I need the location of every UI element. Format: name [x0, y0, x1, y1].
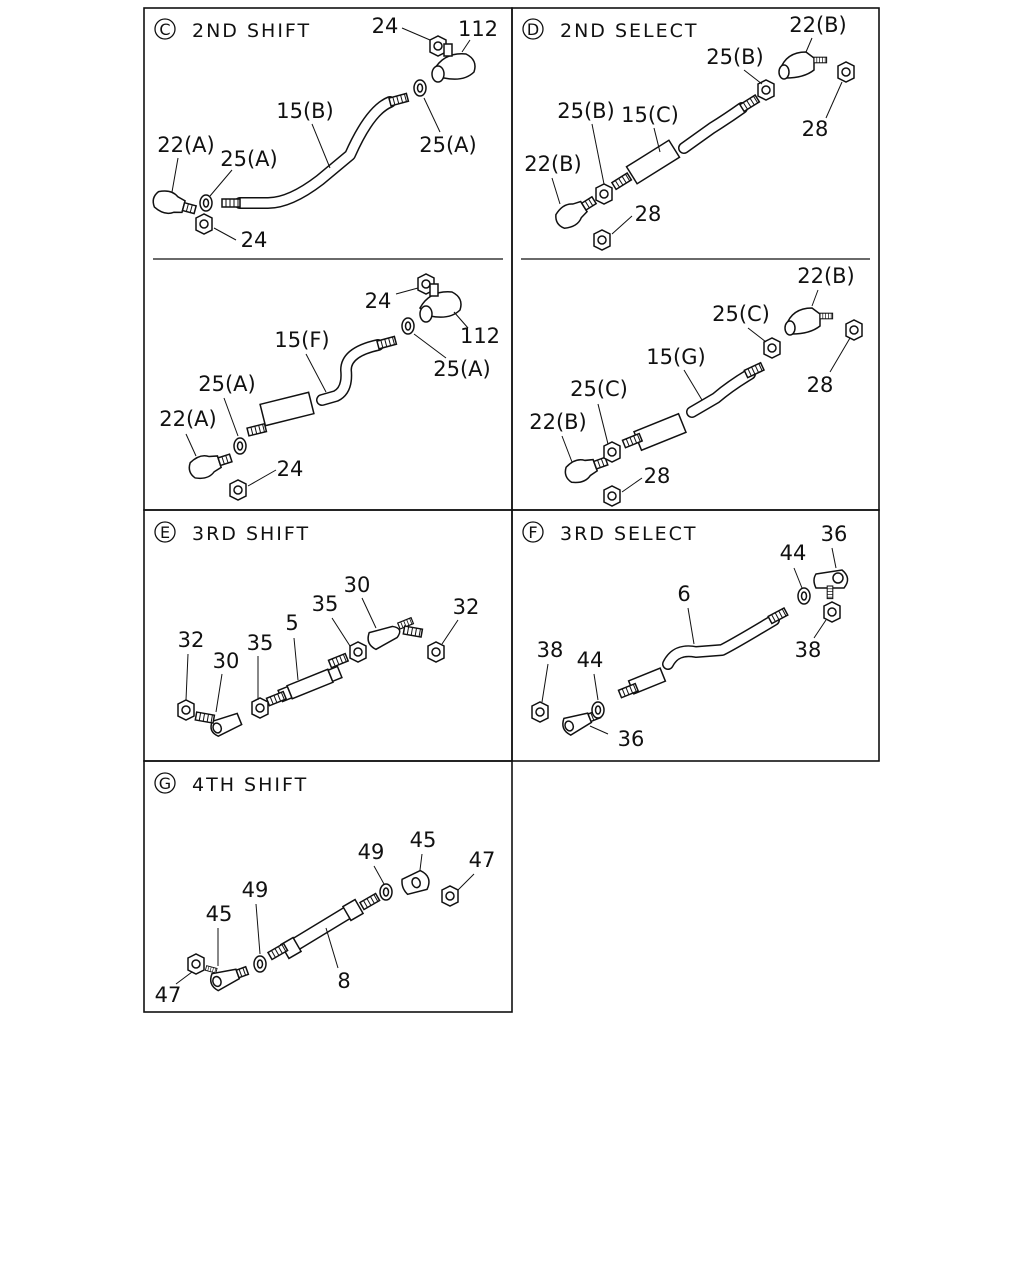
panel-c-title: 2ND SHIFT: [192, 20, 311, 42]
assembly-g: [187, 869, 459, 993]
callout-label: 45: [206, 902, 233, 926]
callout-label: 25(A): [433, 357, 490, 381]
callout-label: 5: [285, 611, 298, 635]
assembly-d-top: [551, 51, 855, 251]
assembly-f: [531, 569, 849, 738]
panel-e-letter-circle: [154, 521, 176, 543]
panel-c: C 2ND SHIFT 24 112 15(B) 25(A) 22(A): [149, 14, 500, 501]
panel-f: F 3RD SELECT 36 44 6 38 38 44: [522, 521, 849, 751]
panel-e: E 3RD SHIFT 3: [154, 521, 480, 737]
callout-label: 15(F): [274, 328, 329, 352]
callout-label: 47: [469, 848, 496, 872]
panel-g: G 4TH SHIFT 45 49 47 49 45 8: [154, 772, 496, 1007]
callout-label: 36: [821, 522, 848, 546]
callout-label: 25(B): [706, 45, 764, 69]
callout-label: 30: [213, 649, 240, 673]
panel-c-letter: C: [159, 20, 170, 39]
callout-label: 24: [277, 457, 304, 481]
callout-label: 112: [458, 17, 498, 41]
callout-label: 38: [537, 638, 564, 662]
panel-f-letter: F: [528, 523, 537, 542]
panel-d-letter-circle: [522, 18, 544, 40]
callout-label: 22(A): [159, 407, 216, 431]
callout-label: 112: [460, 324, 500, 348]
callout-label: 47: [155, 983, 182, 1007]
callouts-c-top: 24 112 15(B) 25(A) 22(A) 25(A) 24: [157, 14, 498, 252]
callouts-f: 36 44 6 38 38 44 36: [537, 522, 848, 751]
callout-label: 36: [618, 727, 645, 751]
frame-grid: [143, 7, 880, 1013]
panel-d-title: 2ND SELECT: [560, 20, 699, 42]
callout-label: 25(C): [712, 302, 770, 326]
callouts-e: 30 35 32 5 32 30 35: [178, 573, 480, 713]
callout-label: 15(B): [276, 99, 334, 123]
panel-c-letter-circle: [154, 18, 176, 40]
callout-label: 22(B): [797, 264, 855, 288]
callout-label: 25(C): [570, 377, 628, 401]
callout-label: 22(B): [524, 152, 582, 176]
panel-g-letter-circle: [154, 772, 176, 794]
callout-label: 28: [802, 117, 829, 141]
callouts-g: 45 49 47 49 45 8 47: [155, 828, 496, 1007]
callout-label: 22(B): [529, 410, 587, 434]
callout-label: 24: [241, 228, 268, 252]
callout-label: 32: [178, 628, 205, 652]
callout-label: 38: [795, 638, 822, 662]
callout-label: 28: [635, 202, 662, 226]
callout-label: 22(A): [157, 133, 214, 157]
callout-label: 35: [312, 592, 339, 616]
callout-label: 44: [577, 648, 604, 672]
callouts-d-top: 22(B) 25(B) 25(B) 15(C) 28 22(B) 28: [524, 13, 847, 235]
callouts-d-bottom: 22(B) 25(C) 15(G) 28 25(C) 22(B) 28: [529, 264, 855, 493]
assembly-d-bottom: [561, 307, 863, 507]
callout-label: 25(A): [419, 133, 476, 157]
panel-d: D 2ND SELECT 22(B) 25(B) 25(B) 15(C) 28: [522, 13, 863, 507]
callout-label: 35: [247, 631, 274, 655]
callout-label: 24: [372, 14, 399, 38]
panel-e-letter: E: [160, 523, 170, 542]
callout-label: 8: [337, 969, 350, 993]
panel-g-title: 4TH SHIFT: [192, 774, 308, 796]
callout-label: 28: [644, 464, 671, 488]
callout-label: 6: [677, 582, 690, 606]
callout-label: 49: [242, 878, 269, 902]
callout-label: 25(A): [198, 372, 255, 396]
panel-e-title: 3RD SHIFT: [192, 523, 310, 545]
callout-label: 15(C): [621, 103, 679, 127]
callout-label: 25(B): [557, 99, 615, 123]
callout-label: 44: [780, 541, 807, 565]
panel-g-letter: G: [159, 774, 171, 793]
callout-label: 32: [453, 595, 480, 619]
callout-label: 30: [344, 573, 371, 597]
callout-label: 28: [807, 373, 834, 397]
callouts-c-bottom: 24 112 15(F) 25(A) 25(A) 22(A) 24: [159, 287, 500, 487]
callout-label: 25(A): [220, 147, 277, 171]
callout-label: 49: [358, 840, 385, 864]
panel-g-frame: [143, 760, 513, 1013]
callout-label: 24: [365, 289, 392, 313]
assembly-c-bottom: [185, 273, 462, 501]
panel-d-letter: D: [527, 20, 539, 39]
assembly-c-top: [149, 35, 476, 235]
callout-label: 45: [410, 828, 437, 852]
panel-f-letter-circle: [522, 521, 544, 543]
callout-label: 15(G): [646, 345, 705, 369]
panel-f-frame: [511, 509, 880, 762]
assembly-e: [177, 617, 445, 737]
panel-f-title: 3RD SELECT: [560, 523, 698, 545]
callout-label: 22(B): [789, 13, 847, 37]
